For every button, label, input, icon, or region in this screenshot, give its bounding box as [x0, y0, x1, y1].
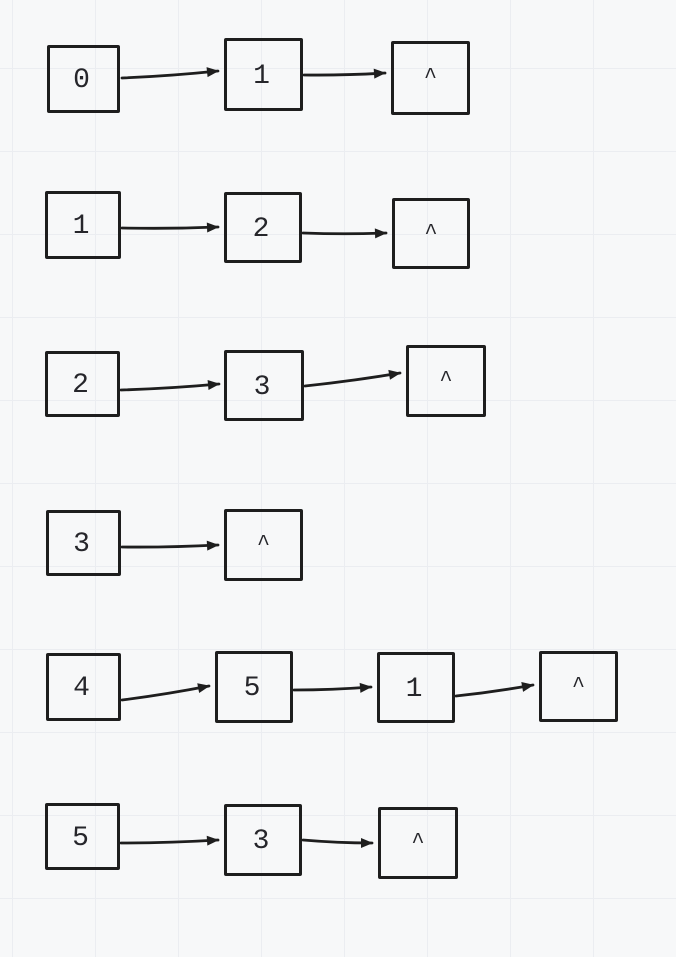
arrow-connector[interactable]	[454, 682, 535, 698]
list-node-box[interactable]: 2	[224, 192, 302, 263]
null-terminator-box[interactable]: ^	[391, 41, 470, 115]
null-symbol-label: ^	[424, 220, 438, 246]
node-value-label: 5	[243, 673, 261, 704]
null-terminator-box[interactable]: ^	[392, 198, 470, 269]
node-value-label: 4	[73, 673, 90, 704]
list-node-box[interactable]: 3	[224, 350, 304, 421]
arrow-connector[interactable]	[120, 222, 220, 233]
null-symbol-label: ^	[423, 65, 438, 90]
arrow-connector[interactable]	[301, 228, 388, 239]
node-value-label: 1	[253, 60, 270, 92]
node-value-label: 3	[73, 529, 90, 560]
null-terminator-box[interactable]: ^	[406, 345, 486, 417]
null-symbol-label: ^	[256, 532, 271, 557]
arrow-connector[interactable]	[120, 540, 220, 551]
arrow-connector[interactable]	[301, 837, 374, 848]
node-value-label: 1	[405, 673, 423, 705]
node-value-label: 2	[252, 213, 270, 245]
arrow-connector[interactable]	[120, 683, 211, 702]
null-terminator-box[interactable]: ^	[224, 509, 303, 581]
node-value-label: 1	[72, 211, 90, 242]
node-value-label: 2	[72, 370, 89, 401]
list-node-box[interactable]: 1	[377, 652, 455, 723]
list-node-box[interactable]: 0	[47, 45, 120, 113]
list-node-box[interactable]: 3	[224, 804, 302, 876]
list-node-box[interactable]: 4	[46, 653, 121, 721]
arrow-connector[interactable]	[120, 67, 220, 80]
list-node-box[interactable]: 2	[45, 351, 120, 417]
null-symbol-label: ^	[411, 830, 425, 855]
null-symbol-label: ^	[571, 673, 586, 699]
list-node-box[interactable]: 1	[224, 38, 303, 111]
arrow-connector[interactable]	[303, 369, 402, 388]
null-symbol-label: ^	[439, 368, 453, 393]
node-value-label: 0	[73, 65, 90, 96]
list-node-box[interactable]: 5	[215, 651, 293, 723]
node-value-label: 3	[252, 826, 270, 857]
arrow-connector[interactable]	[119, 835, 220, 846]
list-node-box[interactable]: 1	[45, 191, 121, 259]
null-terminator-box[interactable]: ^	[539, 651, 618, 722]
null-terminator-box[interactable]: ^	[378, 807, 458, 879]
node-value-label: 3	[253, 371, 271, 403]
arrow-connector[interactable]	[302, 68, 387, 79]
arrow-connector[interactable]	[292, 682, 373, 693]
list-node-box[interactable]: 3	[46, 510, 121, 576]
arrow-connector[interactable]	[119, 380, 221, 392]
list-node-box[interactable]: 5	[45, 803, 120, 870]
node-value-label: 5	[72, 822, 89, 854]
